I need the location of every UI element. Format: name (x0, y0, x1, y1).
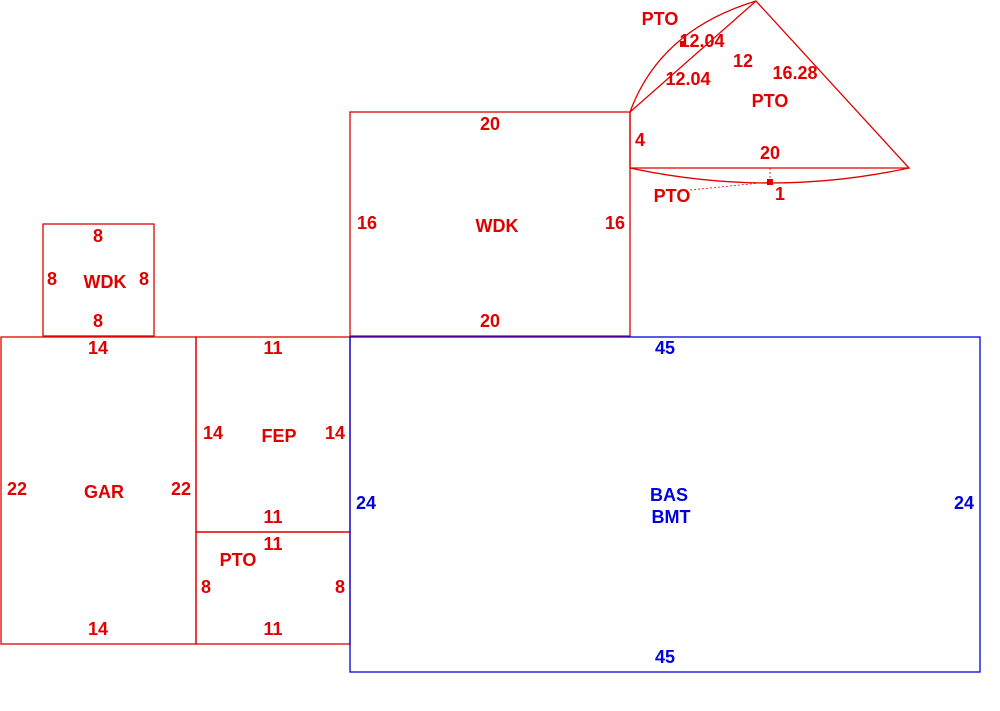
wdk-large-outline (349, 111, 631, 337)
fep-top: 11 (263, 338, 282, 358)
pto-arc-bottom-leader (689, 181, 771, 191)
wdk-large-top: 20 (480, 114, 500, 134)
pto-arc-top-marker (680, 41, 686, 47)
pto-arc-bottom-marker (767, 179, 773, 185)
fep-bottom: 11 (263, 507, 282, 527)
pto-arc-top-label: PTO (642, 9, 679, 29)
pto-triangle-left: 4 (635, 130, 645, 150)
bas-right: 24 (954, 493, 974, 513)
gar-bottom: 14 (88, 619, 108, 639)
gar-left: 22 (7, 479, 27, 499)
pto-triangle-label: PTO (752, 91, 789, 111)
wdk-small-label: WDK (84, 272, 127, 292)
fep-right: 14 (325, 423, 345, 443)
pto-lower-left: 8 (201, 577, 211, 597)
pto-lower-bottom: 11 (263, 619, 282, 639)
pto-lower-right: 8 (335, 577, 345, 597)
pto-arc-bottom-height-label: 1 (775, 184, 785, 204)
bas-label: BAS (650, 485, 688, 505)
pto-triangle-hyp: 16.28 (772, 63, 817, 83)
fep-left: 14 (203, 423, 223, 443)
wdk-small-left: 8 (47, 269, 57, 289)
bas-bottom: 45 (655, 647, 675, 667)
pto-lower-top: 11 (263, 534, 282, 554)
pto-arc-top-chord1: 12.04 (679, 31, 724, 51)
pto-arc-top-chord2: 12.04 (665, 69, 710, 89)
fep-label: FEP (261, 426, 296, 446)
wdk-large-label: WDK (476, 216, 519, 236)
wdk-large-right: 16 (605, 213, 625, 233)
bmt-label: BMT (652, 507, 691, 527)
wdk-small-right: 8 (139, 269, 149, 289)
gar-top: 14 (88, 338, 108, 358)
bas-top: 45 (655, 338, 675, 358)
bas-outline (349, 336, 981, 673)
wdk-small-bottom: 8 (93, 311, 103, 331)
wdk-large-left: 16 (357, 213, 377, 233)
wdk-small-outline (42, 223, 155, 337)
pto-arc-bottom-label: PTO (654, 186, 691, 206)
gar-label: GAR (84, 482, 124, 502)
pto-arc-top-height: 12 (733, 51, 753, 71)
pto-triangle-base: 20 (760, 143, 780, 163)
pto-arc-top (629, 0, 757, 113)
wdk-large-bottom: 20 (480, 311, 500, 331)
wdk-small-top: 8 (93, 226, 103, 246)
pto-lower-label: PTO (220, 550, 257, 570)
bas-left: 24 (356, 493, 376, 513)
gar-right: 22 (171, 479, 191, 499)
